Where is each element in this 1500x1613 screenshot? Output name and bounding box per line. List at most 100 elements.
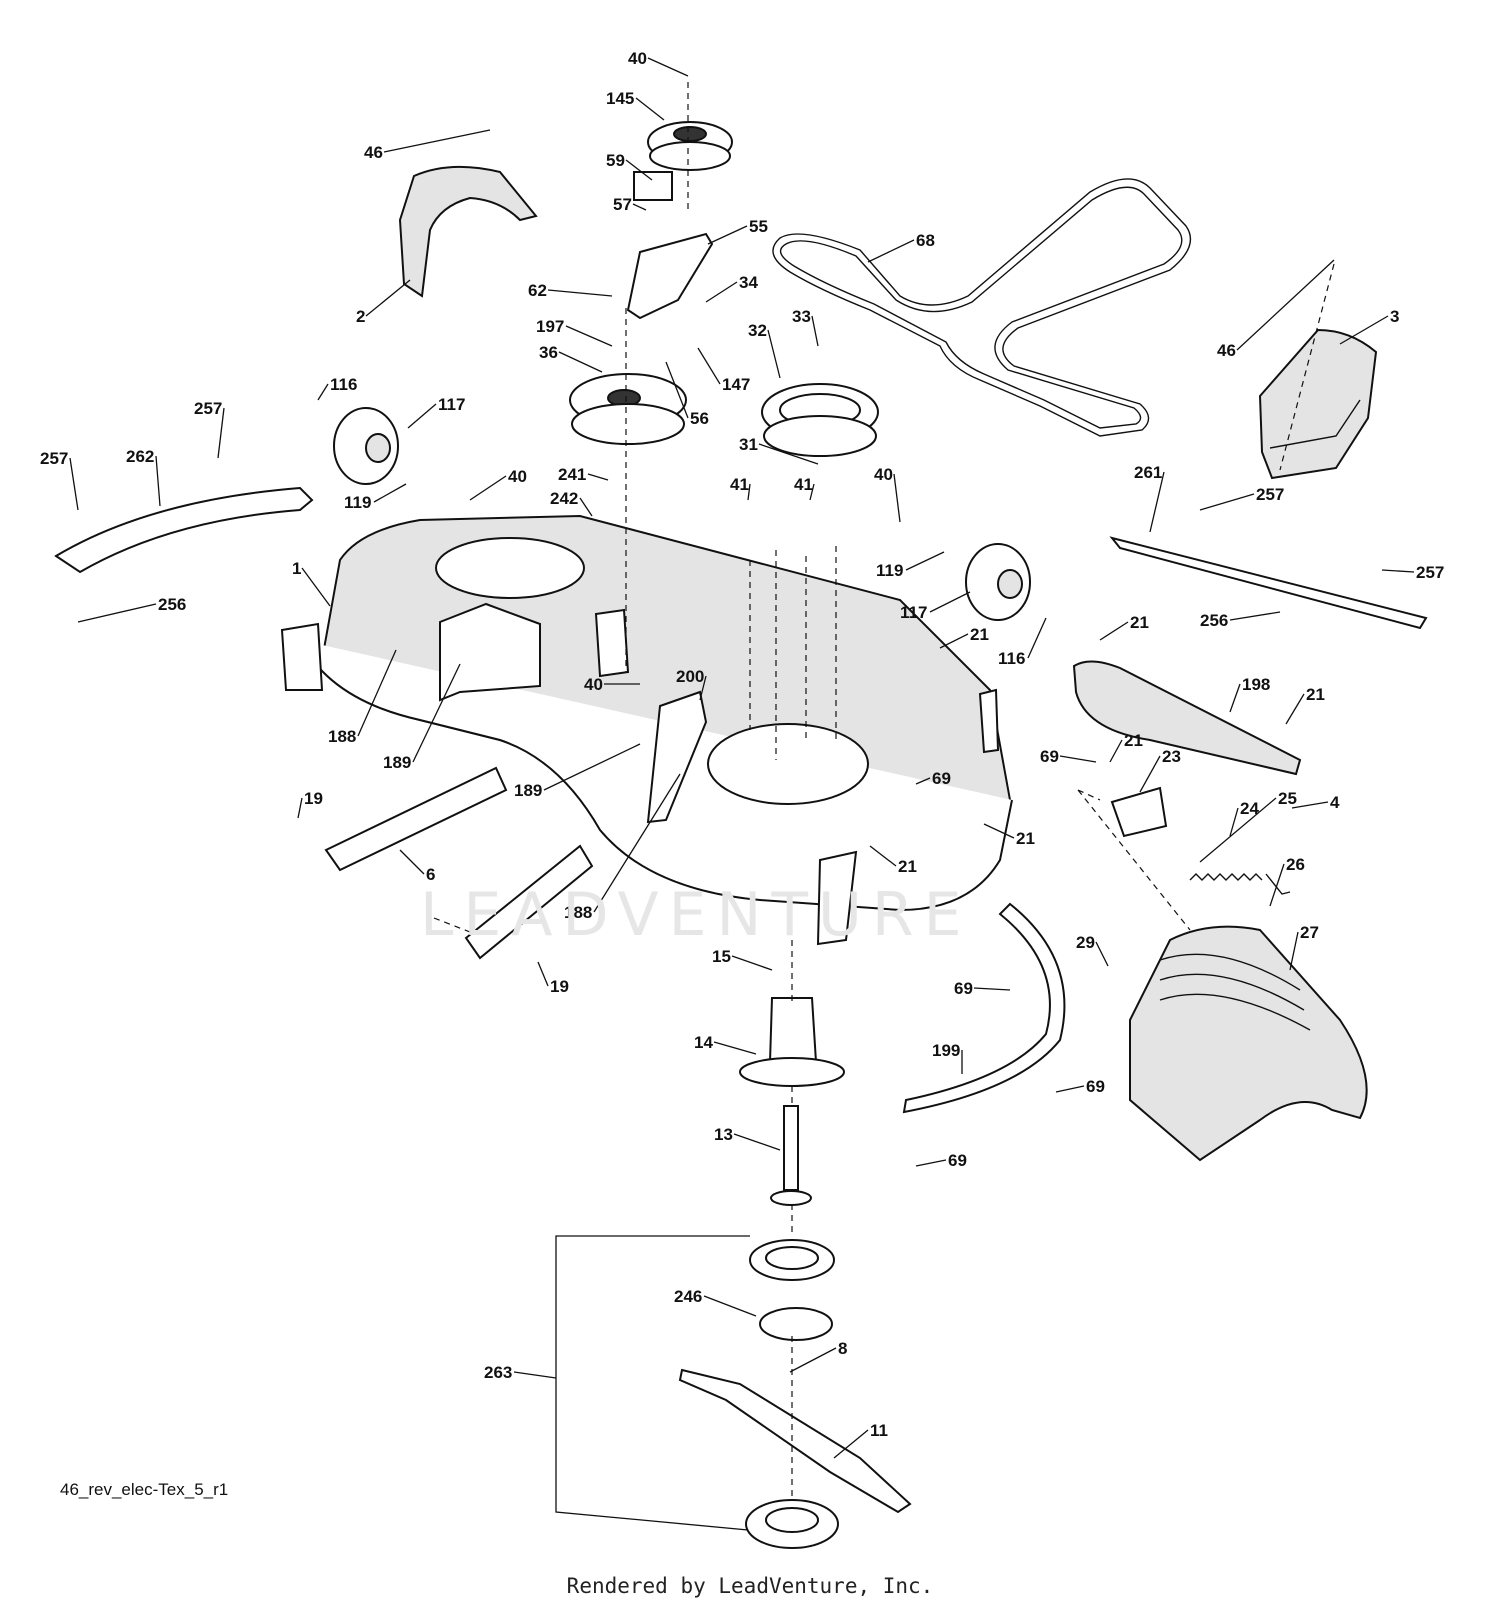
callout-25: 25 [1199,789,1297,863]
spindle-pulley-32 [761,383,879,457]
callout-19: 19 [297,789,323,819]
callout-leader [365,279,411,317]
callout-69: 69 [915,769,951,788]
callout-leader [767,329,781,379]
idler-arm [626,171,714,320]
assembly-263-bracket [555,1235,750,1531]
callout-label: 257 [1256,485,1284,504]
callout-leader [1139,755,1161,793]
callout-label: 55 [749,217,768,236]
callout-label: 119 [876,561,903,580]
callout-leader [297,797,303,819]
callout-label: 13 [714,1125,733,1144]
callout-leader [747,483,751,501]
mower-deck [280,514,1013,946]
callout-26: 26 [1269,855,1305,907]
callout-label: 2 [356,307,365,326]
callout-label: 14 [694,1033,713,1052]
callout-label: 21 [1306,685,1325,704]
callout-label: 41 [730,475,749,494]
callout-59: 59 [606,151,653,181]
callout-label: 261 [1134,463,1162,482]
callout-label: 69 [1040,747,1059,766]
callout-leader [1099,621,1129,641]
callout-label: 68 [916,231,935,250]
callout-116: 116 [998,617,1047,668]
callout-label: 262 [126,447,154,466]
callout-leader [317,383,329,401]
callout-257: 257 [1381,563,1444,582]
callout-label: 41 [794,475,813,494]
callout-label: 69 [948,1151,967,1170]
callout-label: 40 [508,467,527,486]
blade-adapter-246 [759,1307,833,1341]
blade-adapter-lower [745,1499,839,1549]
callout-leader [301,567,331,607]
callout-188: 188 [564,773,681,922]
callout-leader [809,483,815,501]
callout-leader [699,675,707,701]
callout-leader [707,225,748,245]
callout-label: 145 [606,89,634,108]
callout-leader [811,315,819,347]
callout-label: 23 [1162,747,1181,766]
callout-leader [1291,801,1329,809]
callout-117: 117 [407,395,465,429]
callout-label: 32 [748,321,767,340]
callout-leader [543,743,641,791]
callout-leader [1059,755,1097,763]
callout-leader [929,591,971,613]
callout-33: 33 [792,307,819,347]
callout-119: 119 [344,483,407,512]
callout-leader [77,603,157,623]
callout-6: 6 [399,849,435,884]
callout-32: 32 [748,321,781,379]
callout-leader [703,1295,757,1317]
callout-label: 8 [838,1339,847,1358]
callout-leader [939,633,969,649]
callout-label: 21 [898,857,917,876]
callout-189: 189 [514,743,641,800]
idler-pulley-36 [569,373,687,445]
callout-197: 197 [536,317,613,347]
callout-leader [731,955,773,971]
callout-leader [547,289,613,297]
callout-label: 116 [998,649,1025,668]
callout-199: 199 [932,1041,963,1074]
callout-14: 14 [694,1033,757,1055]
callout-leader [983,823,1015,839]
callout-leader [635,97,665,121]
callout-56: 56 [665,361,709,428]
callout-leader [713,1041,757,1055]
callout-label: 40 [584,675,603,694]
callout-label: 21 [1016,829,1035,848]
callout-leader [1095,941,1109,967]
callout-69: 69 [1055,1077,1105,1096]
callout-label: 40 [628,49,647,68]
callout-36: 36 [539,343,603,373]
callout-leader [625,159,653,181]
callout-label: 15 [712,947,731,966]
callout-label: 46 [364,143,383,162]
callout-label: 57 [613,195,632,214]
callout-246: 246 [674,1287,757,1317]
callout-41: 41 [794,475,815,501]
stabilizer-bar-262 [54,486,314,574]
callout-21: 21 [983,823,1035,848]
callout-117: 117 [900,591,971,622]
callout-leader [1229,683,1241,713]
callout-label: 4 [1330,793,1340,812]
callout-13: 13 [714,1125,781,1151]
callout-leader [1199,493,1255,511]
callout-3: 3 [1339,307,1399,345]
callout-241: 241 [558,465,609,484]
callout-leader [373,483,407,503]
watermark-text: LEADVENTURE [420,880,972,950]
callout-label: 257 [1416,563,1444,582]
callout-8: 8 [789,1339,847,1373]
callout-leader [1289,931,1299,971]
callout-256: 256 [77,595,186,623]
callout-55: 55 [707,217,768,245]
callout-label: 36 [539,343,558,362]
